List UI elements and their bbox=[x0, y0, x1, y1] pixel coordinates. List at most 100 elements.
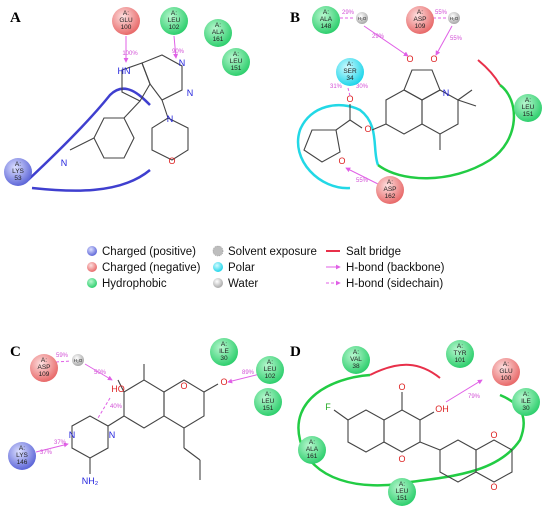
salt-bridge-b bbox=[477, 59, 501, 86]
atom-o-carbonyl-d: O bbox=[398, 382, 405, 392]
water-b1: H₂O bbox=[356, 12, 368, 24]
svg-text:162: 162 bbox=[385, 193, 396, 200]
svg-text:A:: A: bbox=[215, 22, 221, 29]
thf-ring bbox=[303, 129, 341, 163]
atom-n2: N bbox=[187, 88, 194, 98]
panel-label-d: D bbox=[290, 344, 301, 360]
residue-leu151-b: A: LEU 151 bbox=[514, 94, 542, 122]
svg-text:ASP: ASP bbox=[37, 364, 50, 371]
legend-item-polar: Polar bbox=[213, 262, 255, 274]
svg-text:LEU: LEU bbox=[168, 17, 181, 24]
atom-n-b: N bbox=[443, 88, 450, 98]
residue-ala161-d: A: ALA 161 bbox=[298, 436, 326, 464]
svg-text:LEU: LEU bbox=[522, 104, 535, 111]
atom-o2: O bbox=[430, 54, 437, 64]
atom-o-carbonyl: O bbox=[220, 377, 227, 387]
pct-c2: 50% bbox=[94, 370, 107, 376]
atom-n-c1: N bbox=[109, 430, 116, 440]
pct-b7: 55% bbox=[356, 178, 369, 184]
svg-text:151: 151 bbox=[263, 405, 274, 412]
pct-b2: 29% bbox=[372, 34, 385, 40]
methyl-2 bbox=[457, 99, 477, 107]
svg-text:LEU: LEU bbox=[396, 488, 409, 495]
svg-text:A:: A: bbox=[221, 341, 227, 348]
atom-o1: O bbox=[406, 54, 413, 64]
coumarin-ring1 bbox=[123, 379, 165, 429]
pct-c1: 59% bbox=[56, 353, 69, 359]
svg-text:A:: A: bbox=[347, 61, 353, 68]
benzodioxane-ring2 bbox=[475, 439, 513, 483]
svg-text:ASP: ASP bbox=[413, 16, 426, 23]
legend-item-hbond-backbone: H-bond (backbone) bbox=[326, 262, 445, 274]
tricycle-ring1 bbox=[403, 69, 441, 101]
svg-text:Salt bridge: Salt bridge bbox=[346, 246, 401, 258]
bond-aryl bbox=[419, 441, 441, 451]
svg-text:161: 161 bbox=[213, 36, 224, 43]
svg-text:151: 151 bbox=[523, 111, 534, 118]
svg-text:A:: A: bbox=[457, 343, 463, 350]
panel-a: A N HN N N N O 100% 90% A: GLU 100 bbox=[4, 7, 250, 192]
nitrile-bond bbox=[69, 137, 95, 151]
panel-label-b: B bbox=[290, 10, 300, 26]
bond-morph bbox=[161, 99, 169, 119]
pocket-outline-a2 bbox=[31, 169, 151, 192]
hbond-leu102 bbox=[173, 35, 179, 59]
legend-item-charged-positive: Charged (positive) bbox=[87, 246, 196, 258]
residue-leu151: A: LEU 151 bbox=[222, 48, 250, 76]
atom-oh-d: OH bbox=[435, 404, 449, 414]
svg-text:A:: A: bbox=[525, 97, 531, 104]
atom-nh2: NH₂ bbox=[82, 476, 99, 486]
svg-text:A:: A: bbox=[233, 51, 239, 58]
residue-leu102: A: LEU 102 bbox=[160, 7, 188, 35]
residue-asp109: A: ASP 109 bbox=[406, 6, 434, 34]
residue-lys146: A: LYS 146 bbox=[8, 442, 36, 470]
svg-text:TYR: TYR bbox=[454, 350, 467, 357]
pct-glu100: 100% bbox=[122, 51, 138, 57]
svg-text:38: 38 bbox=[352, 363, 360, 370]
panel-label-a: A bbox=[10, 10, 21, 26]
tricycle-ring2 bbox=[385, 89, 423, 135]
svg-text:VAL: VAL bbox=[350, 356, 362, 363]
svg-text:Hydrophobic: Hydrophobic bbox=[102, 278, 167, 290]
atom-o-dioxane2: O bbox=[490, 482, 497, 492]
bond-thf bbox=[335, 119, 351, 131]
svg-text:151: 151 bbox=[397, 495, 408, 502]
pocket-outline-b-green bbox=[377, 84, 516, 180]
atom-f: F bbox=[325, 402, 331, 412]
svg-text:ALA: ALA bbox=[320, 16, 333, 23]
svg-text:100: 100 bbox=[501, 375, 512, 382]
svg-text:Charged (positive): Charged (positive) bbox=[102, 246, 196, 258]
svg-text:GLU: GLU bbox=[499, 368, 513, 375]
svg-text:A:: A: bbox=[309, 439, 315, 446]
atom-o-morph: O bbox=[168, 156, 175, 166]
hbond-d-glu100 bbox=[445, 379, 483, 403]
pct-b1: 29% bbox=[342, 10, 355, 16]
svg-text:A:: A: bbox=[123, 10, 129, 17]
water-c: H₂O bbox=[72, 354, 84, 366]
svg-text:A:: A: bbox=[41, 357, 47, 364]
svg-text:A:: A: bbox=[323, 9, 329, 16]
svg-text:H-bond (backbone): H-bond (backbone) bbox=[346, 262, 445, 274]
atom-n-nitrile: N bbox=[61, 158, 68, 168]
propyl-2 bbox=[183, 447, 201, 461]
legend-item-charged-negative: Charged (negative) bbox=[87, 262, 201, 274]
svg-text:Charged (negative): Charged (negative) bbox=[102, 262, 201, 274]
svg-text:148: 148 bbox=[321, 23, 332, 30]
residue-leu102-c: A: LEU 102 bbox=[256, 356, 284, 384]
svg-text:ILE: ILE bbox=[521, 398, 531, 405]
residue-asp109-c: A: ASP 109 bbox=[30, 354, 58, 382]
pocket-outline-a bbox=[27, 87, 151, 181]
legend-item-hbond-sidechain: H-bond (sidechain) bbox=[326, 278, 443, 290]
svg-text:30: 30 bbox=[522, 405, 530, 412]
pct-b3: 55% bbox=[435, 10, 448, 16]
svg-text:109: 109 bbox=[415, 23, 426, 30]
svg-text:102: 102 bbox=[169, 24, 180, 31]
svg-text:A:: A: bbox=[417, 9, 423, 16]
chromone-ring2 bbox=[383, 409, 421, 453]
legend-item-solvent-exposure: Solvent exposure bbox=[212, 245, 317, 258]
hbond-b-w-o1 bbox=[363, 25, 409, 57]
atom-n1: N bbox=[179, 58, 186, 68]
ester-c bbox=[349, 119, 363, 129]
pct-d1: 79% bbox=[468, 394, 481, 400]
